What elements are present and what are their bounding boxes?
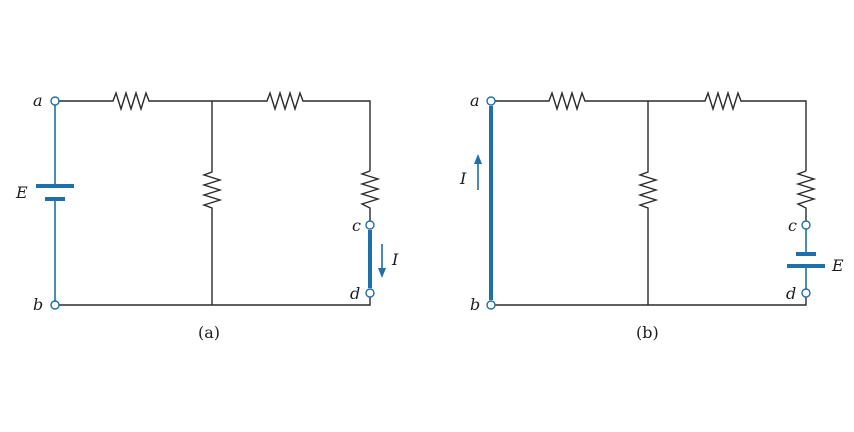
node-label-b: b (470, 295, 480, 314)
right-resistor-a (359, 170, 381, 221)
source-label: E (15, 183, 28, 202)
bottom-wire-b (495, 297, 807, 306)
current-label: I (459, 169, 467, 188)
node-label-b: b (33, 295, 43, 314)
terminal-b-b (486, 300, 496, 310)
node-label-a: a (470, 91, 480, 110)
terminal-d-a (365, 288, 375, 298)
bottom-wire-a (58, 297, 371, 306)
middle-branch-a (201, 101, 223, 305)
node-label-c: c (788, 216, 797, 235)
caption-b: (b) (636, 323, 659, 342)
node-label-d: d (786, 284, 796, 303)
caption-a: (a) (198, 323, 220, 342)
terminal-a-b (486, 96, 496, 106)
node-label-d: d (350, 284, 360, 303)
terminal-b-a (50, 300, 60, 310)
right-resistor-b (795, 170, 817, 221)
middle-branch-b (637, 101, 659, 305)
current-label: I (391, 250, 399, 269)
top-wire-b (495, 90, 807, 171)
current-arrowhead-a (378, 268, 386, 278)
circuit-b: a b c d E I (b) (459, 90, 844, 342)
source-label: E (831, 256, 844, 275)
top-wire-a (58, 90, 371, 171)
terminal-a-a (50, 96, 60, 106)
circuit-a: a b c d E I (a) (15, 90, 399, 342)
terminal-c-b (801, 220, 811, 230)
terminal-d-b (801, 288, 811, 298)
node-label-a: a (33, 91, 43, 110)
current-arrowhead-b (474, 154, 482, 164)
terminal-c-a (365, 220, 375, 230)
node-label-c: c (352, 216, 361, 235)
